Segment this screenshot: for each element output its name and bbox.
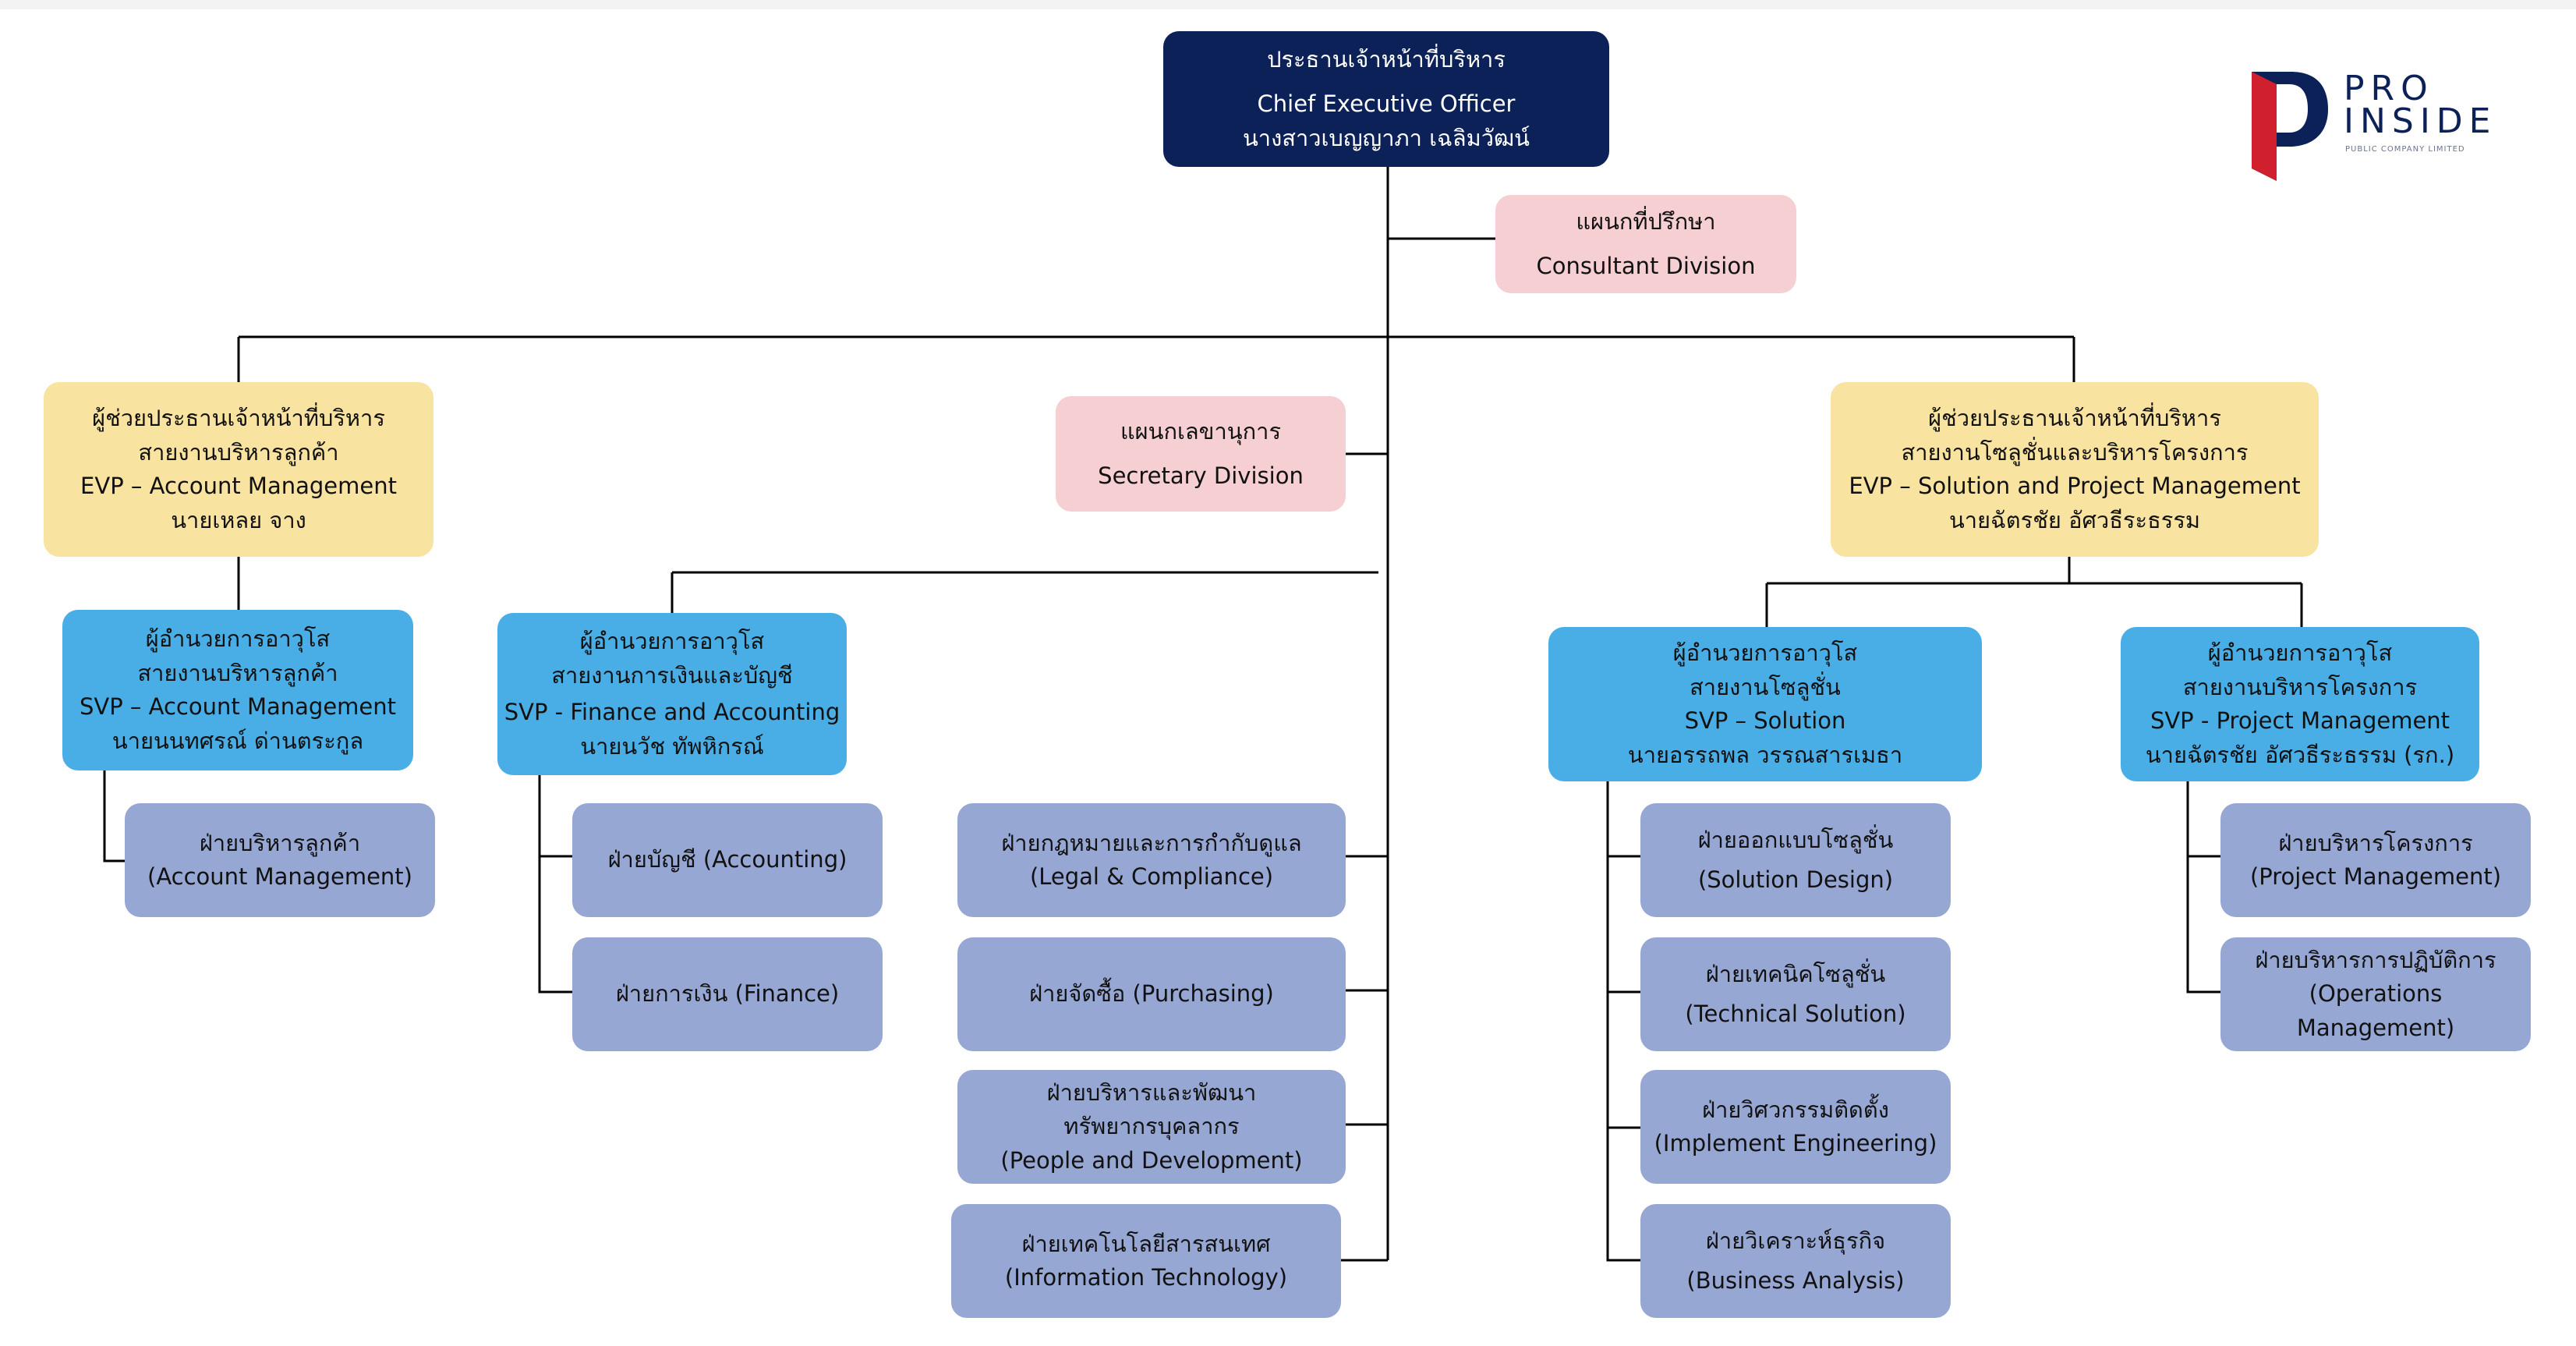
dept-legal-en: (Legal & Compliance) xyxy=(1029,863,1274,890)
project-dept-line xyxy=(2186,781,2220,994)
evp-solution-line3: EVP – Solution and Project Management xyxy=(1849,473,2301,499)
evp-account-line1: ผู้ช่วยประธานเจ้าหน้าที่บริหาร xyxy=(92,405,385,431)
logo-line1: PRO xyxy=(2344,69,2434,108)
secretary-division-box: แผนกเลขานุการ Secretary Division xyxy=(1056,396,1346,512)
secretary-en: Secretary Division xyxy=(1098,462,1304,489)
svp-finance-box: ผู้อำนวยการอาวุโส สายงานการเงินและบัญชี … xyxy=(497,613,847,775)
dept-project-management: ฝ่ายบริหารโครงการ (Project Management) xyxy=(2220,803,2531,917)
svp-account-dept-line xyxy=(103,770,125,863)
svp-solution-line2: สายงานโซลูชั่น xyxy=(1690,673,1841,700)
dept-business-analysis-en: (Business Analysis) xyxy=(1686,1267,1905,1294)
logo-tagline: PUBLIC COMPANY LIMITED xyxy=(2345,145,2465,154)
svp-solution-line4: นายอรรถพล วรรณสารเมธา xyxy=(1627,741,1903,768)
dept-accounting: ฝ่ายบัญชี (Accounting) xyxy=(572,803,883,917)
dept-implement-eng-en: (Implement Engineering) xyxy=(1654,1130,1937,1156)
svp-finance-line4: นายนวัช ทัพหิกรณ์ xyxy=(580,732,764,760)
svp-project-box: ผู้อำนวยการอาวุโส สายงานบริหารโครงการ SV… xyxy=(2121,627,2479,781)
dept-account-management-th: ฝ่ายบริหารลูกค้า xyxy=(199,829,361,856)
company-logo: PRO INSIDE PUBLIC COMPANY LIMITED xyxy=(2245,67,2511,184)
svp-project-line2: สายงานบริหารโครงการ xyxy=(2182,673,2418,700)
svp-finance-line2: สายงานการเงินและบัญชี xyxy=(551,661,793,689)
top-bar xyxy=(0,0,2576,9)
solution-dept-line xyxy=(1606,781,1640,1262)
dept-solution-design-th: ฝ่ายออกแบบโซลูชั่น xyxy=(1697,826,1894,853)
dept-project-mgmt-en: (Project Management) xyxy=(2249,863,2502,890)
evp-account-line4: นายเหลย จาง xyxy=(171,506,306,533)
dept-people-th2: ทรัพยากรบุคลากร xyxy=(1063,1113,1240,1140)
ceo-title-th: ประธานเจ้าหน้าที่บริหาร xyxy=(1267,45,1506,73)
svp-account-line3: SVP – Account Management xyxy=(79,693,396,720)
dept-implement-eng-th: ฝ่ายวิศวกรรมติดตั้ง xyxy=(1702,1096,1889,1123)
logo-mark-icon xyxy=(2252,72,2328,181)
evp-solution-box: ผู้ช่วยประธานเจ้าหน้าที่บริหาร สายงานโซล… xyxy=(1831,382,2319,557)
dept-legal-th: ฝ่ายกฎหมายและการกำกับดูแล xyxy=(1001,829,1302,856)
dept-technical-solution-th: ฝ่ายเทคนิคโซลูชั่น xyxy=(1705,960,1886,987)
svp-solution-line1: ผู้อำนวยการอาวุโส xyxy=(1672,639,1858,666)
dept-it-th: ฝ่ายเทคโนโลยีสารสนเทศ xyxy=(1021,1230,1271,1257)
evp-account-line3: EVP – Account Management xyxy=(80,473,397,499)
dept-legal-compliance: ฝ่ายกฎหมายและการกำกับดูแล (Legal & Compl… xyxy=(957,803,1346,917)
evp-account-box: ผู้ช่วยประธานเจ้าหน้าที่บริหาร สายงานบริ… xyxy=(44,382,433,557)
dept-people-en: (People and Development) xyxy=(1000,1146,1303,1174)
evp-solution-line2: สายงานโซลูชั่นและบริหารโครงการ xyxy=(1901,438,2249,466)
logo-line2: INSIDE xyxy=(2344,101,2497,141)
svp-finance-line1: ผู้อำนวยการอาวุโส xyxy=(579,628,765,654)
dept-business-analysis-th: ฝ่ายวิเคราะห์ธุรกิจ xyxy=(1705,1227,1886,1254)
secretary-th: แผนกเลขานุการ xyxy=(1120,417,1282,445)
consultant-division-box: แผนกที่ปรึกษา Consultant Division xyxy=(1495,195,1796,293)
dept-account-management: ฝ่ายบริหารลูกค้า (Account Management) xyxy=(125,803,435,917)
evp-solution-line4: นายฉัตรชัย อัศวธีระธรรม xyxy=(1948,506,2201,533)
svp-solution-line3: SVP – Solution xyxy=(1684,707,1846,734)
dept-operations-en2: Management) xyxy=(2296,1014,2455,1041)
ceo-box: ประธานเจ้าหน้าที่บริหาร Chief Executive … xyxy=(1163,31,1609,167)
dept-people-th1: ฝ่ายบริหารและพัฒนา xyxy=(1046,1079,1257,1106)
dept-project-mgmt-th: ฝ่ายบริหารโครงการ xyxy=(2278,829,2473,856)
dept-technical-solution: ฝ่ายเทคนิคโซลูชั่น (Technical Solution) xyxy=(1640,937,1951,1051)
dept-solution-design-en: (Solution Design) xyxy=(1697,866,1894,893)
dept-business-analysis: ฝ่ายวิเคราะห์ธุรกิจ (Business Analysis) xyxy=(1640,1204,1951,1318)
finance-dept-line xyxy=(538,775,572,994)
consultant-en: Consultant Division xyxy=(1536,253,1756,279)
svp-account-box: ผู้อำนวยการอาวุโส สายงานบริหารลูกค้า SVP… xyxy=(62,610,413,770)
dept-implement-engineering: ฝ่ายวิศวกรรมติดตั้ง (Implement Engineeri… xyxy=(1640,1070,1951,1184)
dept-purchasing: ฝ่ายจัดซื้อ (Purchasing) xyxy=(957,937,1346,1051)
svp-account-line4: นายนนทศรณ์ ด่านตระกูล xyxy=(111,727,364,754)
dept-finance-label: ฝ่ายการเงิน (Finance) xyxy=(615,980,840,1008)
dept-operations-en1: (Operations xyxy=(2309,980,2443,1008)
consultant-th: แผนกที่ปรึกษา xyxy=(1576,207,1716,235)
svp-finance-line3: SVP - Finance and Accounting xyxy=(504,699,840,725)
dept-people-development: ฝ่ายบริหารและพัฒนา ทรัพยากรบุคลากร (Peop… xyxy=(957,1070,1346,1184)
dept-operations-management: ฝ่ายบริหารการปฏิบัติการ (Operations Mana… xyxy=(2220,937,2531,1051)
dept-operations-th: ฝ่ายบริหารการปฏิบัติการ xyxy=(2255,946,2496,973)
ceo-title-en: Chief Executive Officer xyxy=(1257,90,1516,118)
svp-project-line4: นายฉัตรชัย อัศวธีระธรรม (รก.) xyxy=(2145,741,2455,768)
dept-account-management-en: (Account Management) xyxy=(147,863,412,890)
evp-account-line2: สายงานบริหารลูกค้า xyxy=(138,438,339,466)
svp-account-line1: ผู้อำนวยการอาวุโส xyxy=(145,625,331,652)
svp-project-line3: SVP - Project Management xyxy=(2150,707,2450,734)
dept-accounting-label: ฝ่ายบัญชี (Accounting) xyxy=(607,846,847,873)
svp-account-line2: สายงานบริหารลูกค้า xyxy=(137,659,338,686)
dept-information-technology: ฝ่ายเทคโนโลยีสารสนเทศ (Information Techn… xyxy=(951,1204,1341,1318)
dept-purchasing-label: ฝ่ายจัดซื้อ (Purchasing) xyxy=(1029,980,1274,1008)
dept-technical-solution-en: (Technical Solution) xyxy=(1685,1001,1906,1027)
svp-project-line1: ผู้อำนวยการอาวุโส xyxy=(2207,639,2393,666)
dept-solution-design: ฝ่ายออกแบบโซลูชั่น (Solution Design) xyxy=(1640,803,1951,917)
evp-solution-line1: ผู้ช่วยประธานเจ้าหน้าที่บริหาร xyxy=(1928,405,2221,431)
ceo-name: นางสาวเบญญาภา เฉลิมวัฒน์ xyxy=(1242,124,1530,151)
dept-finance: ฝ่ายการเงิน (Finance) xyxy=(572,937,883,1051)
dept-it-en: (Information Technology) xyxy=(1004,1264,1288,1291)
svp-solution-box: ผู้อำนวยการอาวุโส สายงานโซลูชั่น SVP – S… xyxy=(1548,627,1982,781)
